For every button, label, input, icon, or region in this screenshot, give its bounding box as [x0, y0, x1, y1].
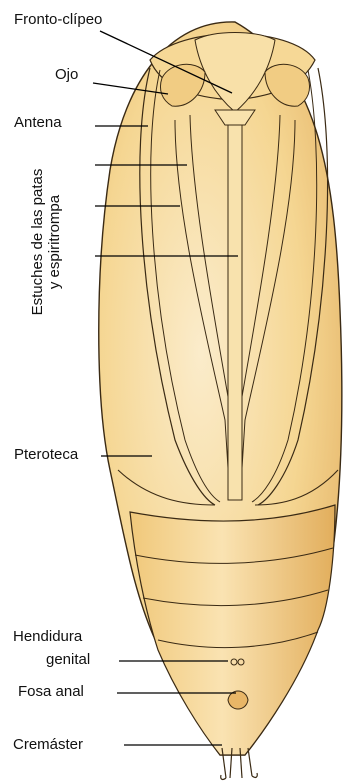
label-cremaster: Cremáster — [13, 736, 83, 753]
anal-pit — [228, 691, 248, 709]
label-genital-slit-line1: Hendidura — [13, 628, 82, 645]
label-genital-slit-line2: genital — [46, 651, 90, 668]
label-leg-sheaths-line1: Estuches de las patas — [29, 127, 46, 357]
label-fronto-clypeus: Fronto-clípeo — [14, 11, 102, 28]
label-pterotheca: Pteroteca — [14, 446, 78, 463]
label-eye: Ojo — [55, 66, 78, 83]
label-leg-sheaths-line2: y espiritrompa — [46, 127, 63, 357]
abdomen — [130, 505, 335, 755]
label-anal-pit: Fosa anal — [18, 683, 84, 700]
label-leg-sheaths: Estuches de las patas y espiritrompa — [29, 127, 63, 357]
proboscis — [228, 110, 242, 500]
